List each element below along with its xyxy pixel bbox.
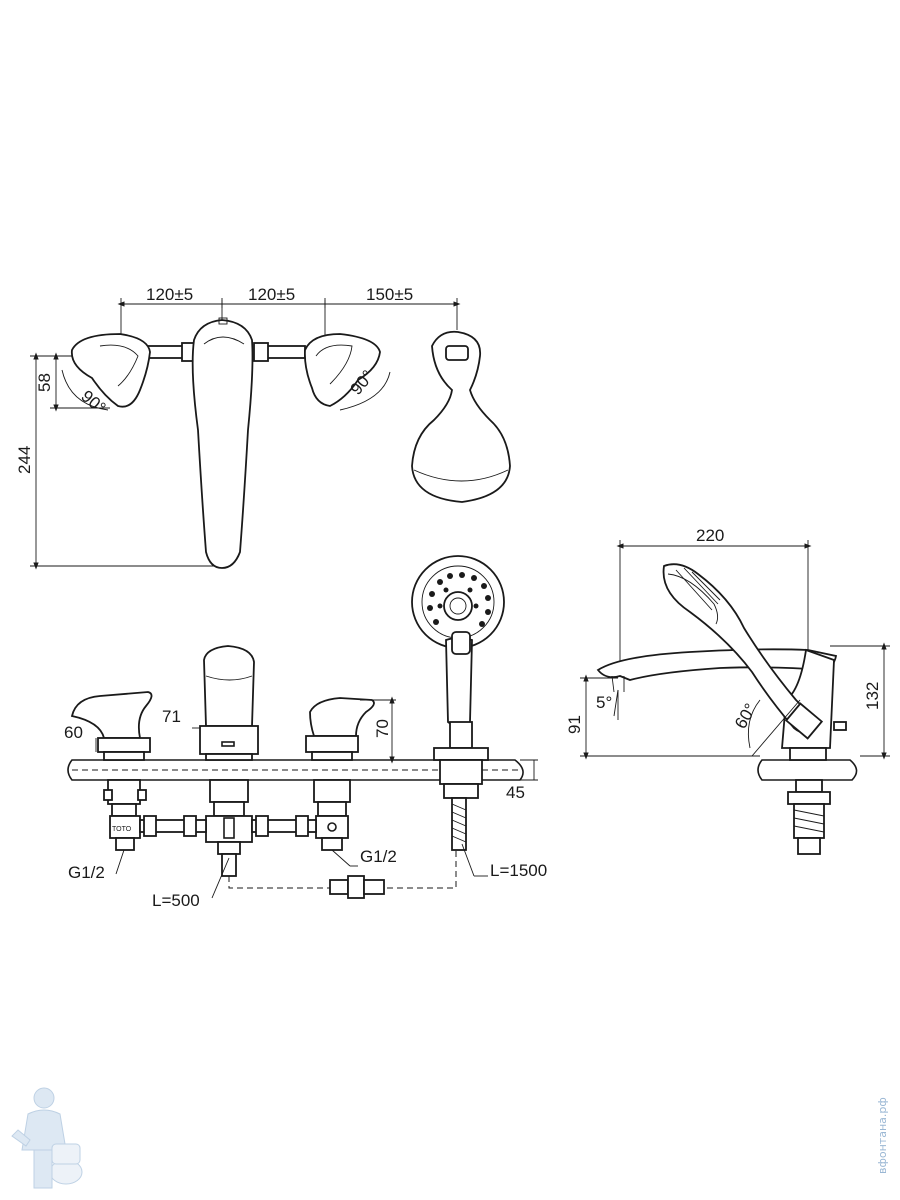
hose-long: L=1500 [490, 861, 547, 880]
dim-spacing-3: 150±5 [366, 285, 413, 304]
svg-text:TOTO: TOTO [112, 826, 132, 833]
dim-total-height: 132 [863, 682, 882, 710]
dim-handle-front: 60 [64, 723, 83, 742]
dim-spacing-2: 120±5 [248, 285, 295, 304]
plumber-logo-icon [11, 1087, 83, 1189]
thread-left: G1/2 [68, 863, 105, 882]
watermark-text: вфонтана.рф [876, 1097, 889, 1174]
dim-spout-height: 91 [565, 715, 584, 734]
dim-handle-right: 70 [373, 719, 392, 738]
angle-spout: 5° [596, 693, 612, 712]
side-view: 220 132 91 5° 60° [565, 526, 890, 855]
spray-nozzles [427, 572, 491, 627]
dim-deck: 45 [506, 783, 525, 802]
front-view: 60 71 70 45 [64, 555, 547, 910]
dim-handle-height: 58 [35, 373, 54, 392]
thread-right: G1/2 [360, 847, 397, 866]
dim-spacing-1: 120±5 [146, 285, 193, 304]
top-view: 120±5 120±5 150±5 244 58 90° 90° [15, 285, 511, 570]
dim-spout-front: 71 [162, 707, 181, 726]
dim-length: 220 [696, 526, 724, 545]
watermark: вфонтана.рф [11, 1087, 889, 1189]
dim-height-total: 244 [15, 446, 34, 474]
hose-short: L=500 [152, 891, 200, 910]
